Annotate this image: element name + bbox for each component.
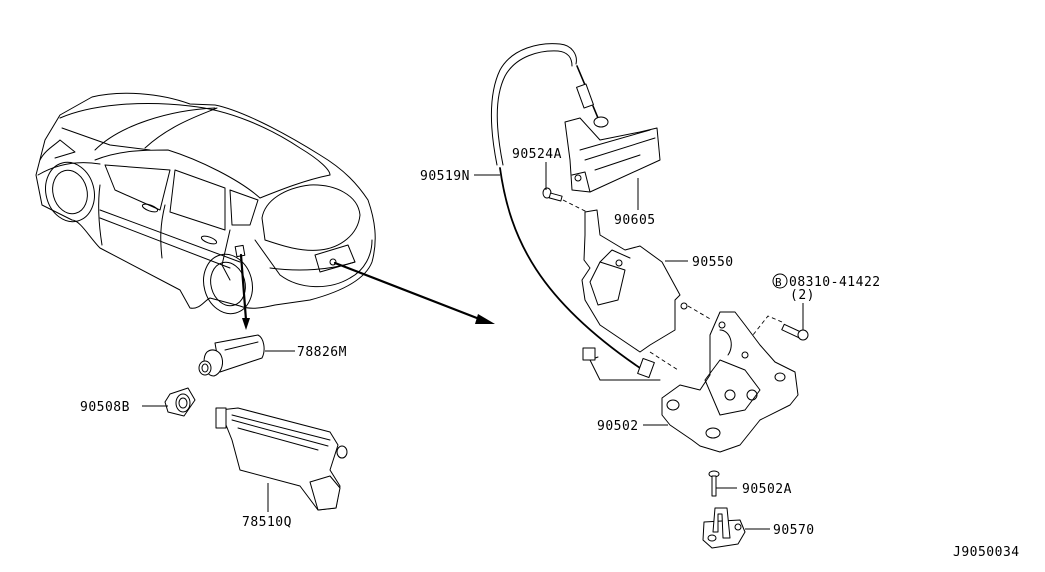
part-90605-handle[interactable] [564, 117, 661, 193]
label-90524A: 90524A [512, 147, 562, 162]
part-08310-41422-bolt[interactable] [781, 323, 809, 341]
arrow-fuel-lid [239, 253, 248, 322]
label-90570: 90570 [773, 523, 815, 538]
assembly-line-3 [687, 305, 713, 321]
label-78826M: 78826M [297, 345, 347, 360]
label-90550: 90550 [692, 255, 734, 270]
part-90550-cover[interactable] [581, 209, 688, 353]
bolt-circle-letter: B [775, 276, 782, 289]
part-90502A-screw[interactable] [708, 470, 720, 497]
label-90502A: 90502A [742, 482, 792, 497]
part-78826M-actuator[interactable] [198, 334, 265, 377]
bolt-circle-icon [772, 273, 788, 289]
label-78510Q: 78510Q [242, 515, 292, 530]
arrow-back-door [333, 261, 484, 322]
label-90502: 90502 [597, 419, 639, 434]
part-78510Q-filler-base[interactable] [215, 407, 348, 511]
label-08310-41422-number: 08310-41422 [789, 275, 881, 290]
label-90508B: 90508B [80, 400, 130, 415]
assembly-line-4 [649, 351, 679, 371]
callout-arrows [239, 253, 495, 330]
part-90502-lock[interactable] [582, 311, 799, 453]
part-90570-striker[interactable] [702, 507, 746, 549]
vehicle-illustration [35, 92, 376, 315]
drawing-number: J9050034 [953, 545, 1020, 560]
assembly-line-1 [562, 199, 588, 213]
part-labels: 78826M 90508B 78510Q 90519N 90524A 90605… [80, 147, 1020, 560]
arrow-head-back-door [475, 314, 495, 324]
part-90519N-cable[interactable] [490, 43, 655, 379]
arrow-head-fuel-lid [242, 318, 250, 330]
label-90605: 90605 [614, 213, 656, 228]
label-90519N: 90519N [420, 169, 470, 184]
part-90524A-bolt[interactable] [542, 187, 563, 202]
label-08310-41422: B 08310-41422 (2) [772, 273, 881, 303]
part-90508B-grommet[interactable] [164, 387, 196, 417]
label-08310-41422-qty: (2) [790, 288, 815, 303]
assembly-line-2 [744, 315, 783, 346]
